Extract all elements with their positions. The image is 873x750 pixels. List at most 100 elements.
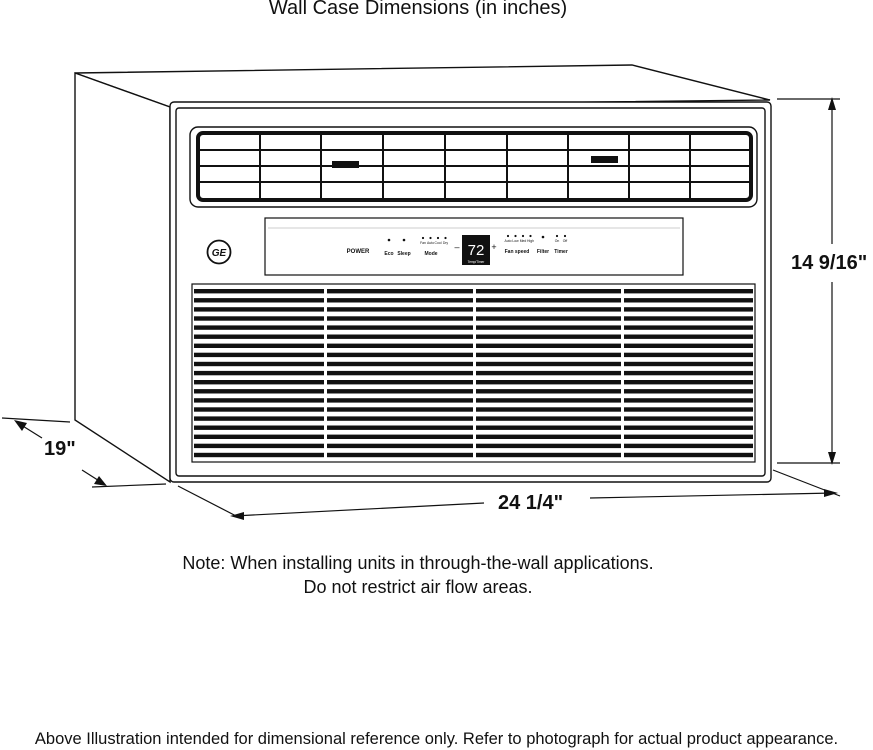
height-arrowhead-top xyxy=(828,97,836,110)
ge-logo-text: GE xyxy=(212,248,227,259)
intake-slat xyxy=(327,307,473,312)
intake-slat xyxy=(194,325,324,330)
intake-slat xyxy=(327,416,473,421)
intake-slat xyxy=(476,307,621,312)
intake-slat xyxy=(476,298,621,303)
intake-slat xyxy=(624,298,753,303)
intake-slat xyxy=(476,434,621,439)
mode-label: Mode xyxy=(424,251,437,257)
intake-slat xyxy=(327,398,473,403)
intake-slat xyxy=(327,434,473,439)
intake-slat xyxy=(327,380,473,385)
fan-speed-indicator-icon xyxy=(529,234,532,238)
timer-label: Timer xyxy=(554,249,568,255)
timer-option-label: On xyxy=(555,239,560,243)
intake-slat xyxy=(327,316,473,321)
minus-sign: – xyxy=(454,242,459,252)
mode-indicator-icon xyxy=(444,236,447,240)
intake-slat xyxy=(476,452,621,458)
intake-slat xyxy=(194,407,324,412)
depth-extension-top xyxy=(1,417,71,423)
intake-slat xyxy=(624,289,753,294)
intake-slat xyxy=(624,398,753,403)
height-dimension-label: 14 9/16" xyxy=(791,252,868,274)
louver-tab-left xyxy=(332,161,359,168)
intake-slat xyxy=(476,352,621,358)
intake-slat xyxy=(476,325,621,330)
intake-slat xyxy=(194,434,324,439)
mode-option-label: Dry xyxy=(443,241,449,245)
intake-slat xyxy=(194,398,324,403)
power-label: POWER xyxy=(347,249,370,255)
mode-option-label: Fan xyxy=(420,241,426,245)
ge-logo-icon xyxy=(206,239,232,265)
width-dimension-label: 24 1/4" xyxy=(498,492,564,514)
intake-slat xyxy=(327,425,473,430)
intake-slat xyxy=(194,443,324,449)
intake-slat xyxy=(194,452,324,458)
intake-slat xyxy=(624,407,753,412)
intake-slat xyxy=(327,370,473,376)
top-grille-louvers xyxy=(200,134,750,199)
intake-slat xyxy=(327,298,473,303)
intake-slat xyxy=(624,307,753,312)
timer-option-label: Off xyxy=(563,239,568,243)
intake-slat xyxy=(327,452,473,458)
intake-slat xyxy=(624,416,753,421)
intake-slat xyxy=(624,380,753,385)
plus-sign: + xyxy=(491,242,496,252)
case-top-surface xyxy=(74,64,771,108)
intake-slat xyxy=(624,452,753,458)
intake-slat xyxy=(194,307,324,312)
intake-slat xyxy=(327,407,473,412)
intake-slat xyxy=(194,289,324,294)
intake-slat xyxy=(327,443,473,449)
fan-speed-option-label: Auto xyxy=(505,239,512,243)
intake-slat xyxy=(194,416,324,421)
mode-indicator-icon xyxy=(421,236,425,240)
intake-slat xyxy=(476,343,621,348)
diagram-title: Wall Case Dimensions (in inches) xyxy=(268,0,568,19)
intake-slat xyxy=(624,361,753,367)
depth-extension-bottom xyxy=(91,483,167,488)
width-line-left xyxy=(233,502,485,517)
intake-slat xyxy=(194,370,324,376)
timer-indicator-icon xyxy=(563,234,567,238)
intake-slat xyxy=(624,434,753,439)
width-line-right xyxy=(589,492,835,499)
width-arrowhead-left xyxy=(230,512,244,520)
width-arrowhead-right xyxy=(824,489,838,497)
timer-indicator-icon xyxy=(555,234,559,238)
display-caption: Temp/Timer xyxy=(468,260,486,264)
front-panel-inner xyxy=(175,107,766,477)
filter-indicator-icon xyxy=(541,235,545,239)
intake-slat xyxy=(476,361,621,367)
depth-arrowhead-bottom xyxy=(94,476,107,486)
intake-slat xyxy=(327,352,473,358)
illustration-disclaimer: Above Illustration intended for dimensio… xyxy=(34,730,839,748)
intake-slat xyxy=(476,289,621,294)
intake-slat xyxy=(194,316,324,321)
intake-slat xyxy=(476,398,621,403)
intake-slat xyxy=(476,389,621,394)
fan-speed-indicator-icon xyxy=(506,234,510,238)
intake-slat xyxy=(327,289,473,294)
mode-option-label: Auto xyxy=(427,241,434,245)
fan-speed-indicator-icon xyxy=(514,234,517,238)
intake-slat xyxy=(476,443,621,449)
width-extension-left xyxy=(177,485,241,519)
intake-grille xyxy=(191,283,756,463)
depth-arrowhead-top xyxy=(14,420,27,431)
display-value: 72 xyxy=(468,242,485,259)
intake-slat xyxy=(476,334,621,339)
intake-slat xyxy=(624,352,753,358)
intake-slat xyxy=(194,380,324,385)
height-arrowhead-bottom xyxy=(828,452,836,465)
temperature-display xyxy=(462,235,490,265)
fan-speed-option-label: Med xyxy=(520,239,527,243)
filter-label: Filter xyxy=(537,249,549,255)
